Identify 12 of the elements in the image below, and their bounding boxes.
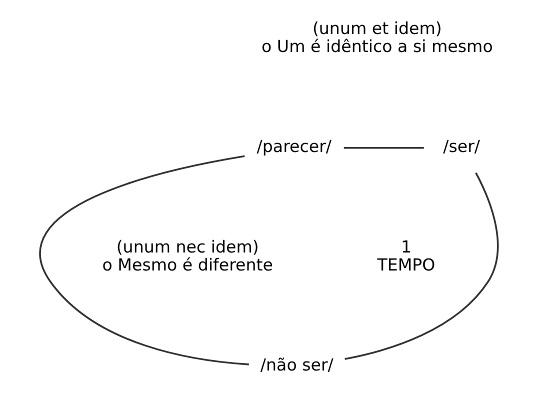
label: o Um é idêntico a si mesmo [261,36,492,56]
label: TEMPO [376,255,435,274]
connector [344,172,498,360]
connector [39,155,248,366]
node-text: /parecer/ [256,137,332,156]
connector [343,146,424,149]
label: 1 [400,237,412,256]
label: (unum nec idem) [116,237,258,256]
label: o Mesmo é diferente [102,255,273,274]
label: (unum et idem) [312,18,442,38]
node-text: /ser/ [442,137,480,156]
node-text: /não ser/ [260,356,333,375]
